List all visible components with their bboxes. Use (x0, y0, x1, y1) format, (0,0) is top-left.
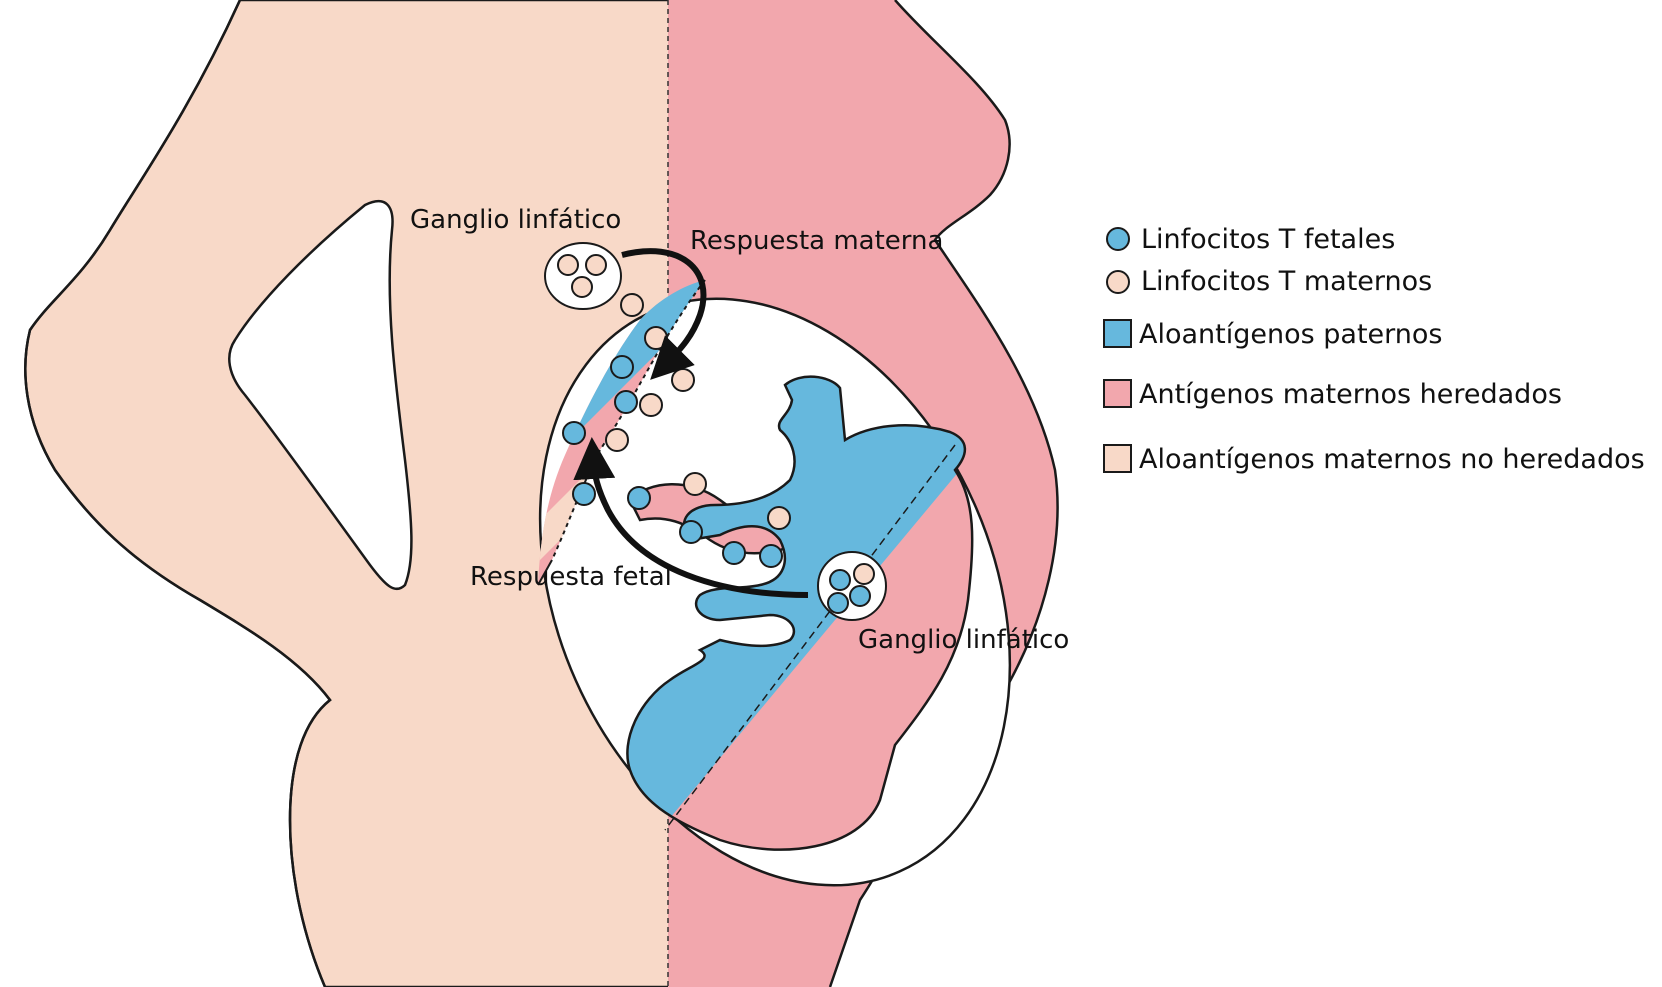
maternal-response-arrow (621, 248, 707, 380)
fetal-t-cell-icon (679, 520, 703, 544)
fetal-lymph-node (817, 551, 887, 621)
fetal-lymph-node-label: Ganglio linfático (858, 625, 1069, 655)
fetal-t-cell-icon (614, 390, 638, 414)
fetal-t-cell-icon (1106, 227, 1130, 251)
maternal-t-cell-icon (683, 472, 707, 496)
maternal-t-cell-icon (644, 326, 668, 350)
fetal-t-cell-icon (722, 541, 746, 565)
fetal-t-cell-icon (849, 585, 871, 607)
legend: Linfocitos T fetales Linfocitos T matern… (1103, 224, 1645, 475)
legend-label: Aloantígenos paternos (1139, 319, 1442, 350)
paternal-swatch (1103, 319, 1132, 348)
maternal-t-cell-icon (605, 428, 629, 452)
maternal-t-cell-icon (557, 254, 579, 276)
fetal-t-cell-icon (759, 544, 783, 568)
fetal-t-cell-icon (610, 355, 634, 379)
inherited-maternal-swatch (1103, 379, 1132, 408)
maternal-t-cell-icon (853, 563, 875, 585)
legend-item-paternal-alloantigens: Aloantígenos paternos (1103, 319, 1442, 350)
fetal-t-cell-icon (572, 482, 596, 506)
maternal-t-cell-icon (639, 393, 663, 417)
fetal-t-cell-icon (829, 569, 851, 591)
legend-label: Antígenos maternos heredados (1139, 379, 1562, 410)
maternal-t-cell-icon (767, 506, 791, 530)
legend-item-maternal-t-cells: Linfocitos T maternos (1106, 266, 1432, 297)
noninherited-maternal-swatch (1103, 444, 1132, 473)
legend-item-fetal-t-cells: Linfocitos T fetales (1106, 224, 1395, 255)
maternal-t-cell-icon (671, 368, 695, 392)
legend-label: Linfocitos T fetales (1141, 224, 1395, 255)
maternal-response-label: Respuesta materna (690, 226, 943, 256)
maternal-lymph-node-label: Ganglio linfático (410, 205, 621, 235)
legend-item-inherited-maternal: Antígenos maternos heredados (1103, 379, 1562, 410)
maternal-t-cell-icon (620, 293, 644, 317)
maternal-t-cell-icon (1106, 270, 1130, 294)
fetal-response-label: Respuesta fetal (470, 562, 672, 592)
maternal-t-cell-icon (585, 254, 607, 276)
maternal-lymph-node (544, 242, 622, 310)
legend-label: Linfocitos T maternos (1141, 266, 1432, 297)
maternal-t-cell-icon (571, 276, 593, 298)
fetal-t-cell-icon (827, 592, 849, 614)
fetal-t-cell-icon (562, 421, 586, 445)
fetal-t-cell-icon (627, 486, 651, 510)
legend-label: Aloantígenos maternos no heredados (1139, 444, 1645, 475)
arm-gap (228, 199, 413, 591)
legend-item-noninherited-maternal: Aloantígenos maternos no heredados (1103, 444, 1645, 475)
fetal-response-arrow (573, 437, 809, 598)
